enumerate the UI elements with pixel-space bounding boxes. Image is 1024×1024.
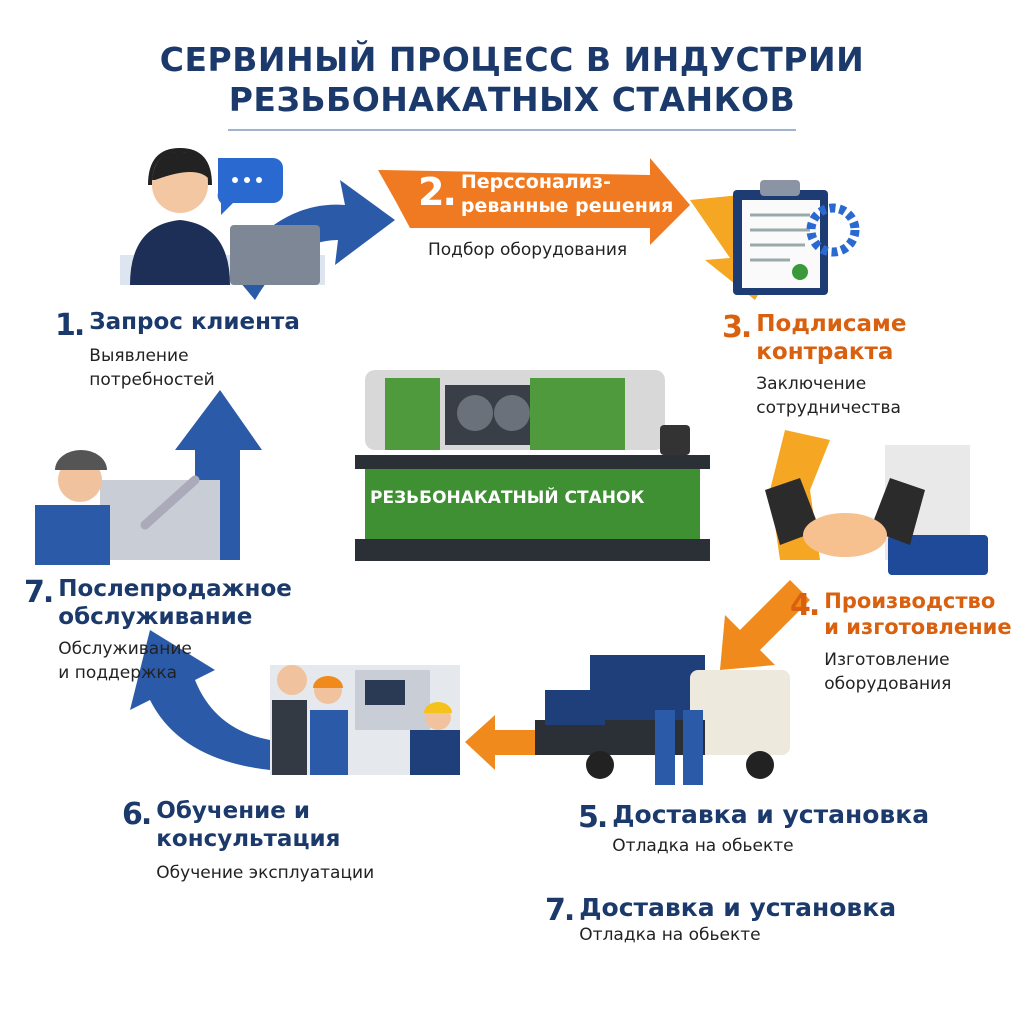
step-title: реванные решения [460,195,674,217]
step-title: Доставка и установка [612,800,930,829]
printer-icon [888,535,988,575]
step-2: 2. Перссонализ- реванные решения [418,170,673,218]
step-number: 7. [545,893,575,928]
step-desc: Выявление [89,346,189,366]
arrow-6-to-7 [130,630,270,770]
step-desc: и поддержка [58,663,178,683]
step-title: Доставка и установка [579,893,897,922]
truck-icon [535,655,790,785]
step-4: 4. Производство и изготовление Изготовле… [790,588,1012,696]
step-desc: сотрудничества [756,398,901,418]
step-5: 5. Доставка и установка Отладка на обьек… [578,800,929,858]
step-desc: оборудования [824,674,952,694]
step-7-service: 7. Послепродажное обслуживание Обслужива… [24,575,292,685]
step-title: и изготовление [824,615,1012,639]
step-6: 6. Обучение и консультация Обучение эксп… [122,797,374,885]
arrow-2-banner [378,158,690,245]
step-title: Подлисаме [756,311,907,337]
headset-operator-icon [120,147,325,285]
page-title-line1: СЕРВИНЫЙ ПРОЦЕСС В ИНДУСТРИИ [159,40,865,79]
step-title: Перссонализ- [460,171,611,193]
step-desc: потребностей [89,370,215,390]
step-title: Производство [824,589,996,613]
arrow-5-to-6 [465,715,545,770]
step-desc: Изготовление [824,650,950,670]
step-desc: Отладка на обьекте [579,925,761,945]
step-number: 3. [722,310,752,345]
step-2-desc: Подбор оборудования [428,240,628,260]
step-number: 5. [578,800,608,835]
step-desc: Обслуживание [58,639,192,659]
step-desc: Обучение эксплуатации [156,863,375,883]
step-title: контракта [756,339,894,365]
arrow-4-to-5 [720,580,810,670]
step-title: Запрос клиента [89,309,300,335]
laptop-icon [230,225,320,285]
thread-rolling-machine-icon [355,370,710,561]
step-desc: Заключение [756,374,867,394]
step-number: 1. [55,308,85,343]
step-3: 3. Подлисаме контракта Заключение сотруд… [722,310,906,420]
clipboard-contract-icon [733,180,860,295]
step-title: Обучение и [156,798,311,824]
machine-label: РЕЗЬБОНАКАТНЫЙ СТАНОК [370,488,645,508]
workers-icon [272,665,460,775]
step-title: консультация [156,826,341,852]
step-number: 7. [24,575,54,610]
step-title: Послепродажное [58,576,292,602]
chat-bubble-icon [217,158,283,215]
wrench-icon [140,475,200,530]
step-1: 1. Запрос клиента Выявление потребностей [55,308,300,392]
step-title: обслуживание [58,604,253,630]
step-desc: Отладка на обьекте [612,836,794,856]
handshake-icon [765,445,988,575]
service-technician-icon [35,450,220,565]
step-number: 2. [418,170,457,214]
page-title-line2: РЕЗЬБОНАКАТНЫХ СТАНКОВ [228,80,796,119]
step-number: 6. [122,797,152,832]
gear-icon [806,203,860,257]
step-number: 4. [790,588,820,623]
step-7-delivery: 7. Доставка и установка Отладка на обьек… [545,893,896,947]
training-panel-icon [270,665,460,775]
